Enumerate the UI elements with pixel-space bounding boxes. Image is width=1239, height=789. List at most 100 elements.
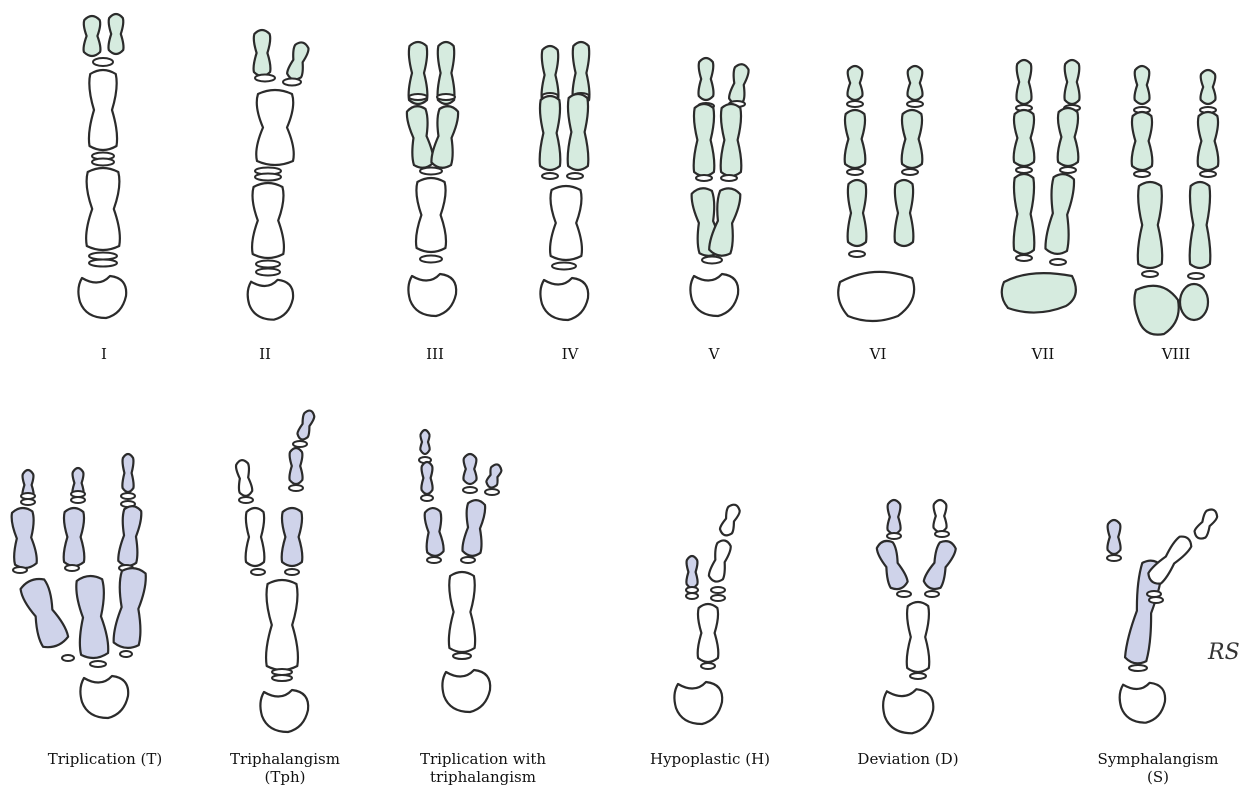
carpal-bone <box>248 280 293 320</box>
phalanx-bone <box>424 507 444 556</box>
carpal-bone <box>690 274 738 316</box>
joint-sesamoid <box>65 565 79 571</box>
carpal-bone <box>408 274 456 316</box>
phalanx-bone <box>708 539 733 583</box>
phalanx-bone <box>282 508 303 566</box>
joint-sesamoid <box>92 159 114 166</box>
joint-sesamoid <box>1147 591 1161 597</box>
carpal-bone <box>442 670 490 712</box>
phalanx-bone <box>540 96 561 170</box>
phalanx-bone <box>11 507 38 568</box>
joint-sesamoid <box>13 567 27 573</box>
phalanx-bone <box>75 575 109 659</box>
phalanx-bone <box>1107 520 1120 554</box>
joint-sesamoid <box>251 569 265 575</box>
joint-sesamoid <box>935 531 949 537</box>
phalanx-bone <box>485 463 503 489</box>
carpal-bone <box>1180 284 1208 320</box>
joint-sesamoid <box>453 653 471 659</box>
joint-sesamoid <box>463 487 477 493</box>
joint-sesamoid <box>239 497 253 503</box>
joint-sesamoid <box>255 174 281 181</box>
phalanx-bone <box>463 454 476 484</box>
joint-sesamoid <box>421 495 433 501</box>
joint-sesamoid <box>420 256 442 263</box>
wassel-type-label: I <box>101 345 107 363</box>
phalanx-bone <box>118 505 143 567</box>
anomaly-label: Hypoplastic (H) <box>650 750 770 768</box>
joint-sesamoid <box>847 101 863 107</box>
joint-sesamoid <box>701 663 715 669</box>
joint-sesamoid <box>1060 167 1076 173</box>
phalanx-bone <box>1192 507 1219 541</box>
anomaly-label: Triphalangism (Tph) <box>230 750 340 786</box>
phalanx-bone <box>1017 60 1032 104</box>
joint-sesamoid <box>849 251 865 257</box>
phalanx-bone <box>266 580 298 670</box>
phalanx-bone <box>922 538 958 591</box>
phalanx-bone <box>908 66 923 100</box>
phalanx-bone <box>718 503 741 538</box>
carpal-bone <box>1120 683 1165 723</box>
joint-sesamoid <box>1149 597 1163 603</box>
phalanx-bone <box>568 94 589 170</box>
joint-sesamoid <box>272 675 292 681</box>
joint-sesamoid <box>256 261 280 268</box>
carpal-bone <box>260 690 308 732</box>
phalanx-bone <box>699 58 714 100</box>
phalanx-bone <box>848 180 867 246</box>
carpal-bone <box>540 278 588 320</box>
joint-sesamoid <box>283 79 301 86</box>
phalanx-bone <box>89 70 117 150</box>
joint-sesamoid <box>420 168 442 175</box>
anomaly-label: Triplication with triphalangism <box>420 750 546 786</box>
phalanx-bone <box>420 430 429 454</box>
phalanx-bone <box>296 409 316 441</box>
phalanx-bone <box>122 454 133 492</box>
phalanx-bone <box>550 186 582 260</box>
joint-sesamoid <box>90 661 106 667</box>
joint-sesamoid <box>427 557 441 563</box>
phalanx-bone <box>254 30 271 76</box>
phalanx-bone <box>887 500 900 534</box>
wassel-type-label: VI <box>870 345 887 363</box>
joint-sesamoid <box>711 595 725 601</box>
joint-sesamoid <box>686 593 698 599</box>
phalanx-bone <box>1058 108 1079 166</box>
carpal-bone <box>1002 273 1076 312</box>
joint-sesamoid <box>702 257 722 264</box>
phalanx-bone <box>698 604 719 662</box>
phalanx-bone <box>721 104 742 176</box>
phalanx-bone <box>430 105 459 169</box>
wassel-type-label: II <box>259 345 271 363</box>
phalanx-bone <box>1045 173 1076 255</box>
phalanx-bone <box>1132 112 1153 170</box>
joint-sesamoid <box>887 533 901 539</box>
wassel-type-label: VII <box>1032 345 1055 363</box>
phalanx-bone <box>1014 174 1035 254</box>
joint-sesamoid <box>1050 259 1066 265</box>
phalanx-bone <box>416 178 446 252</box>
carpal-bone <box>883 689 933 733</box>
joint-sesamoid <box>285 569 299 575</box>
joint-sesamoid <box>567 173 583 179</box>
phalanx-bone <box>728 63 750 105</box>
wassel-type-label: VIII <box>1162 345 1191 363</box>
phalanx-bone <box>1135 66 1150 104</box>
phalanx-bone <box>18 575 70 650</box>
wassel-type-label: IV <box>562 345 579 363</box>
joint-sesamoid <box>485 489 499 495</box>
carpal-bone <box>674 682 722 724</box>
anomaly-label: Triplication (T) <box>48 750 163 768</box>
joint-sesamoid <box>1188 273 1204 279</box>
metacarpal-head <box>838 272 914 321</box>
joint-sesamoid <box>721 175 737 181</box>
phalanx-bone <box>845 110 866 168</box>
wassel-type-label: III <box>426 345 444 363</box>
joint-sesamoid <box>696 175 712 181</box>
phalanx-bone <box>933 500 946 532</box>
joint-sesamoid <box>437 94 455 100</box>
joint-sesamoid <box>1142 271 1158 277</box>
phalanx-bone <box>256 90 294 165</box>
joint-sesamoid <box>711 587 725 593</box>
